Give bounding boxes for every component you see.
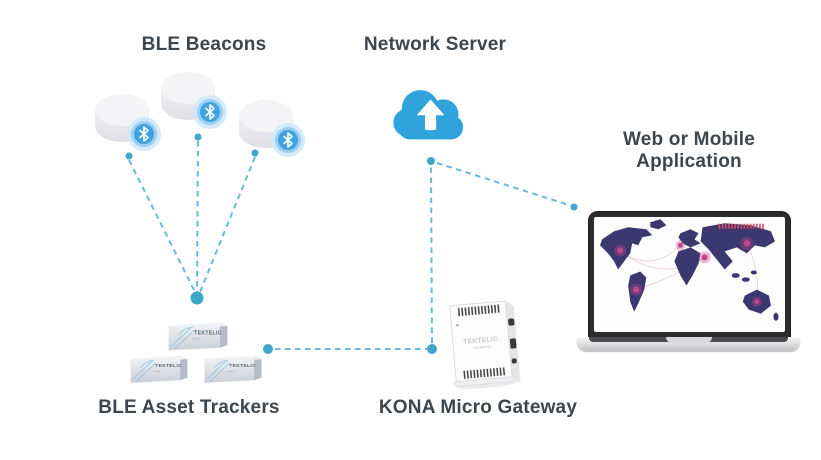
ble-beacon-2 [161, 72, 227, 129]
tracker-brand: TEKTELIC [194, 330, 222, 336]
connector-dot [194, 133, 202, 141]
map-hotspots [614, 236, 762, 307]
connector-dot [251, 149, 259, 157]
connector-beacon2-hub [196, 140, 199, 293]
asset-tracker-3: TEKTELIC [204, 355, 262, 383]
laptop [588, 211, 791, 338]
label-ble-asset-trackers: BLE Asset Trackers [98, 397, 280, 418]
label-web-or-mobile-application: Web or Mobile Application [622, 129, 756, 172]
bluetooth-icon [127, 117, 161, 151]
laptop-base [577, 337, 800, 351]
connector-cloud-laptop [436, 162, 570, 206]
laptop-notch [665, 337, 712, 343]
connector-gateway-cloud [430, 166, 433, 344]
connector-dot [427, 344, 437, 354]
bluetooth-icon [271, 123, 305, 157]
laptop-screen [594, 217, 785, 332]
connector-hub-dot [190, 291, 204, 305]
label-network-server: Network Server [363, 34, 507, 55]
ble-beacon-3 [239, 100, 305, 157]
gateway-ports [508, 318, 517, 364]
label-ble-beacons: BLE Beacons [141, 34, 267, 55]
world-map [600, 219, 779, 321]
connector-beacon1-hub [128, 159, 196, 293]
bluetooth-icon [193, 95, 227, 129]
asset-tracker-1: TEKTELIC [168, 322, 228, 351]
label-kona-micro-gateway: KONA Micro Gateway [378, 397, 578, 418]
tracker-brand: TEKTELIC [155, 363, 182, 369]
asset-tracker-2: TEKTELIC [130, 355, 188, 383]
connector-dot [427, 157, 435, 165]
connector-dot [263, 344, 273, 354]
connector-beacon3-hub [199, 156, 256, 293]
gateway-brand: TEKTELIC [463, 336, 498, 346]
map-legend [718, 223, 765, 236]
connector-dot [125, 152, 133, 160]
ble-beacon-1 [95, 94, 161, 151]
tracker-brand: TEKTELIC [229, 363, 256, 369]
connector-dot [570, 203, 578, 211]
network-server-cloud [393, 90, 464, 140]
kona-micro-gateway-device: TEKTELIC [449, 300, 521, 389]
